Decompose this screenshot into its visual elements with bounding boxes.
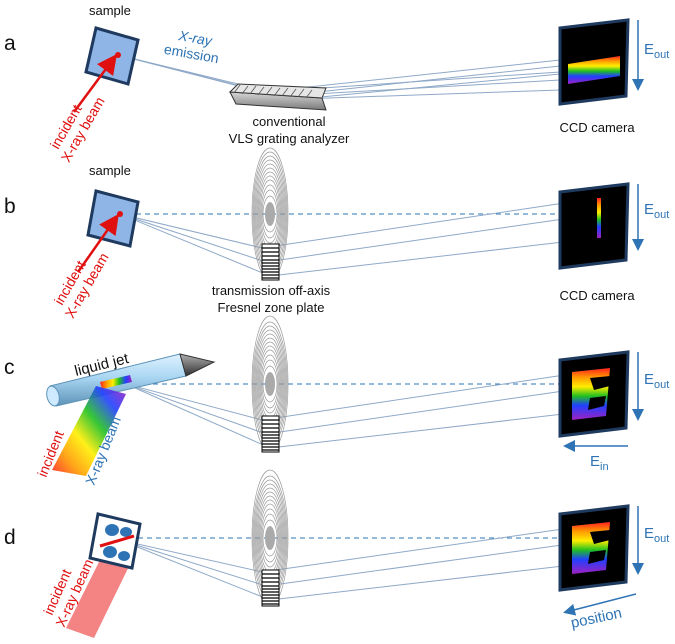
liquid-jet	[46, 353, 216, 407]
eout-label-b: Eout	[644, 201, 669, 221]
incident-beam-c	[52, 386, 126, 476]
zone-plate-label-line2: Fresnel zone plate	[218, 300, 325, 315]
ccd-camera-b	[558, 182, 630, 270]
svg-text:X-ray: X-ray	[176, 27, 214, 49]
zone-plate-aperture-c	[261, 415, 280, 453]
vls-grating	[228, 83, 327, 111]
zone-plate-aperture-d	[261, 569, 280, 607]
eout-label-d: Eout	[644, 525, 669, 545]
sample-a	[84, 26, 140, 86]
incident-beam-d	[66, 544, 136, 638]
ein-label-c: Ein	[590, 453, 609, 473]
panel-letter-b: b	[4, 195, 16, 218]
eout-label-c: Eout	[644, 371, 669, 391]
ccd-label-a: CCD camera	[559, 120, 635, 135]
panel-d: d incident X-ray beam	[4, 469, 669, 638]
eout-label-a: Eout	[644, 41, 669, 61]
position-arrow-d	[563, 593, 637, 616]
ccd-camera-c	[558, 350, 630, 438]
panel-letter-c: c	[4, 356, 15, 379]
beam-label-b: incident X-ray beam	[51, 250, 112, 321]
beam-label-a: incident X-ray beam	[47, 94, 108, 165]
ccd-camera-a	[558, 18, 630, 106]
grating-label-line1: conventional	[253, 114, 326, 129]
ccd-label-b: CCD camera	[559, 288, 635, 303]
rays-b	[119, 197, 599, 277]
zone-plate-label-line1: transmission off-axis	[212, 283, 331, 298]
rays-c	[125, 369, 599, 449]
zone-plate-aperture-b	[261, 243, 280, 281]
fresnel-zone-plate-b	[251, 147, 289, 281]
incident-beam-b	[76, 213, 119, 273]
incident-beam-a	[72, 53, 117, 113]
rays-d	[119, 523, 599, 601]
sample-label-b: sample	[89, 163, 131, 178]
panel-letter-d: d	[4, 526, 16, 549]
panel-letter-a: a	[4, 32, 16, 55]
emission-label: X-ray emission	[163, 27, 220, 66]
panel-a: a sample incident X-ray beam	[4, 3, 669, 165]
panel-c: c liquid jet incident X-ray beam	[4, 315, 669, 487]
panel-b: b sample incident X-ray beam	[4, 147, 669, 321]
emission-rays-a	[117, 54, 561, 100]
sample-b	[86, 189, 140, 248]
ccd-camera-d	[558, 504, 630, 592]
sample-d	[88, 512, 142, 570]
svg-text:emission: emission	[163, 41, 220, 66]
sample-label-a: sample	[89, 3, 131, 18]
grating-label-line2: VLS grating analyzer	[229, 131, 350, 146]
